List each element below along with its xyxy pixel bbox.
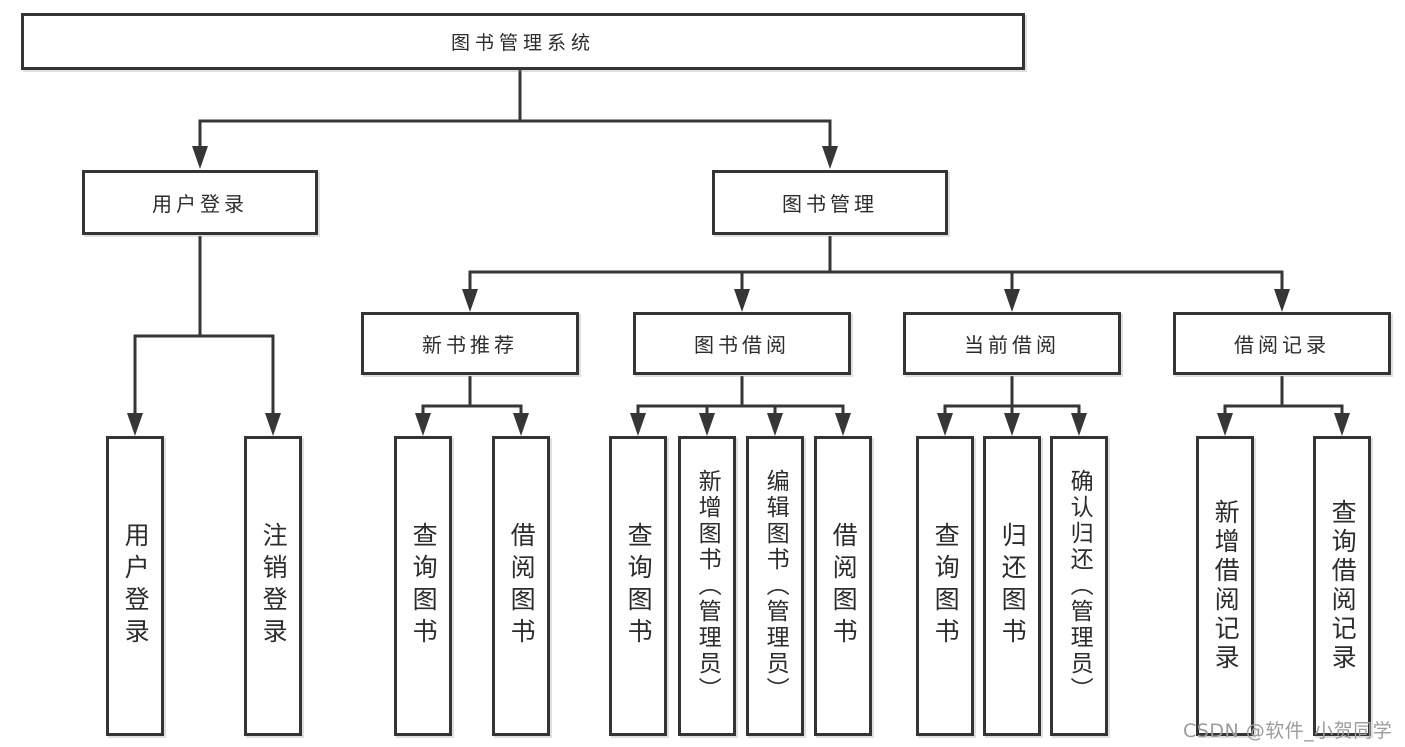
leaf-query-books-borrowing: 查询图书 — [609, 436, 667, 736]
leaf-label: 查询图书 — [409, 522, 439, 650]
leaf-label: 借阅图书 — [829, 522, 859, 650]
leaf-borrow-books-recommend: 借阅图书 — [492, 436, 550, 736]
leaf-label: 编辑图书（管理员） — [762, 469, 789, 703]
leaf-logout: 注销登录 — [244, 436, 302, 736]
leaf-query-books-current: 查询图书 — [916, 436, 974, 736]
leaf-query-borrow-record: 查询借阅记录 — [1313, 436, 1371, 736]
leaf-label: 新增图书（管理员） — [694, 469, 721, 703]
leaf-query-books-recommend: 查询图书 — [394, 436, 452, 736]
leaf-label: 查询图书 — [931, 522, 961, 650]
node-new-book-recommend: 新书推荐 — [361, 312, 579, 375]
leaf-label: 查询借阅记录 — [1328, 499, 1358, 673]
leaf-label: 确认归还（管理员） — [1066, 469, 1093, 703]
leaf-user-login: 用户登录 — [106, 436, 164, 736]
node-current-borrowing: 当前借阅 — [903, 312, 1121, 375]
node-book-management: 图书管理 — [712, 170, 948, 235]
leaf-return-books: 归还图书 — [983, 436, 1041, 736]
leaf-edit-book-admin: 编辑图书（管理员） — [746, 436, 804, 736]
arrowhead-icons — [127, 146, 1350, 436]
leaf-label: 注销登录 — [259, 522, 289, 650]
leaf-label: 查询图书 — [624, 522, 654, 650]
node-book-borrowing: 图书借阅 — [633, 312, 851, 375]
leaf-label: 用户登录 — [121, 522, 151, 650]
leaf-add-borrow-record: 新增借阅记录 — [1196, 436, 1254, 736]
watermark: CSDN @软件_小贺同学 — [1183, 720, 1393, 742]
connector-path — [133, 70, 1344, 417]
leaf-label: 借阅图书 — [507, 522, 537, 650]
leaf-label: 归还图书 — [998, 522, 1028, 650]
leaf-confirm-return-admin: 确认归还（管理员） — [1050, 436, 1108, 736]
leaf-label: 新增借阅记录 — [1211, 499, 1241, 673]
leaf-add-book-admin: 新增图书（管理员） — [678, 436, 736, 736]
node-root-system: 图书管理系统 — [21, 13, 1025, 70]
leaf-borrow-books-borrowing: 借阅图书 — [814, 436, 872, 736]
node-borrowing-records: 借阅记录 — [1173, 312, 1391, 375]
node-user-login: 用户登录 — [82, 170, 318, 235]
